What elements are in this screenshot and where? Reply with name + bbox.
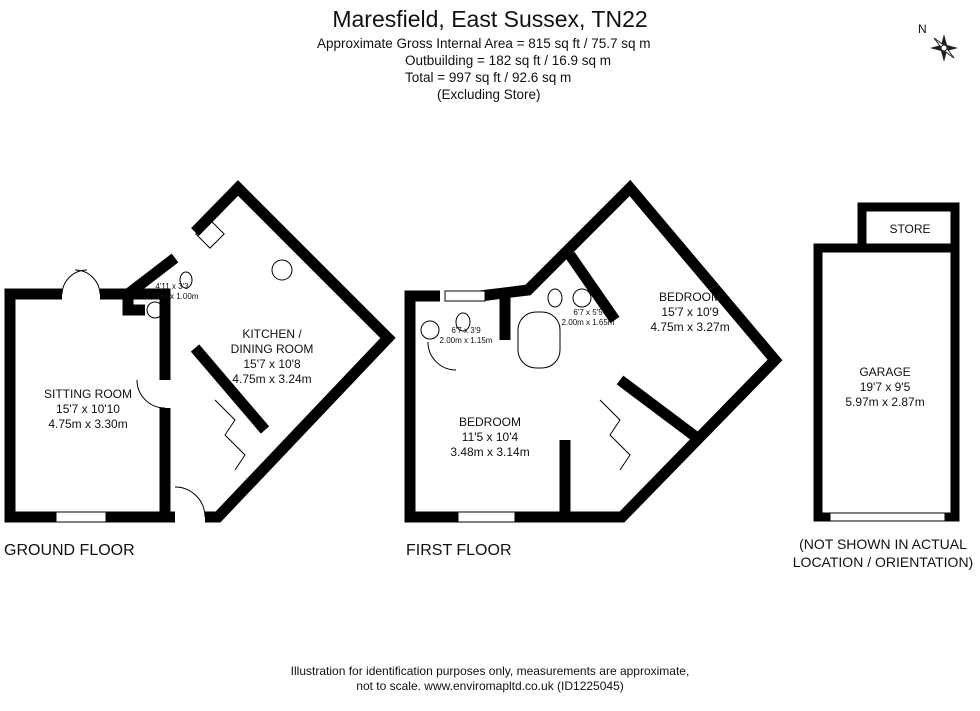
room-metric: 3.48m x 3.14m (450, 445, 530, 459)
compass-rose-icon (930, 34, 958, 62)
gross-area: Approximate Gross Internal Area = 815 sq… (317, 36, 651, 51)
room-name: BEDROOM (658, 290, 721, 304)
disclaimer-line-2: not to scale. www.enviromapltd.co.uk (ID… (356, 679, 624, 693)
room-sitting-room: SITTING ROOM 15'7 x 10'10 4.75m x 3.30m (44, 387, 132, 432)
total-area: Total = 997 sq ft / 92.6 sq m (405, 70, 572, 85)
ground-floor-label: GROUND FLOOR (4, 542, 135, 559)
room-name: KITCHEN / (242, 327, 302, 341)
disclaimer: Illustration for identification purposes… (0, 664, 980, 694)
room-ensuite: 6'7 x 3'9 2.00m x 1.15m (440, 326, 493, 346)
room-name-2: DINING ROOM (230, 342, 314, 356)
first-floor-label: FIRST FLOOR (406, 542, 512, 559)
room-imperial: 6'7 x 3'9 (451, 326, 481, 335)
room-imperial: 11'5 x 10'4 (461, 430, 519, 444)
compass-north-label: N (918, 22, 927, 36)
outbuilding-area: Outbuilding = 182 sq ft / 16.9 sq m (405, 53, 612, 68)
room-imperial: 15'7 x 10'8 (243, 357, 301, 371)
room-metric: 1.50m x 1.00m (145, 292, 199, 301)
room-store: STORE (889, 222, 931, 236)
ground-floor-fixtures (55, 219, 293, 523)
room-metric: 4.75m x 3.24m (232, 372, 312, 386)
garage-walls (813, 202, 960, 522)
disclaimer-line-1: Illustration for identification purposes… (290, 664, 690, 678)
ground-floor-walls (4, 180, 396, 523)
room-imperial: 6'7 x 5'5 (573, 308, 603, 317)
room-name: GARAGE (859, 365, 911, 379)
room-imperial: 4'11 x 3'3 (155, 282, 189, 291)
room-garage: GARAGE 19'7 x 9'5 5.97m x 2.87m (845, 365, 924, 410)
room-bedroom-1: BEDROOM 15'7 x 10'9 4.75m x 3.27m (650, 290, 729, 335)
area-note: (Excluding Store) (437, 87, 541, 102)
room-name: SITTING ROOM (44, 387, 132, 401)
room-metric: 4.75m x 3.27m (650, 320, 730, 334)
garage-door (829, 512, 946, 522)
room-bathroom: 6'7 x 5'5 2.00m x 1.65m (562, 308, 615, 328)
room-metric: 2.00m x 1.15m (439, 336, 493, 345)
outbuilding-note: (NOT SHOWN IN ACTUAL LOCATION / ORIENTAT… (793, 535, 973, 571)
property-title: Maresfield, East Sussex, TN22 (332, 6, 648, 32)
note-line-2: LOCATION / ORIENTATION) (792, 554, 974, 570)
room-metric: 2.00m x 1.65m (561, 318, 615, 327)
room-ground-wc: 4'11 x 3'3 1.50m x 1.00m (146, 282, 199, 302)
room-metric: 5.97m x 2.87m (845, 395, 925, 409)
room-bedroom-2: BEDROOM 11'5 x 10'4 3.48m x 3.14m (450, 415, 529, 460)
room-name: BEDROOM (458, 415, 521, 429)
room-kitchen-dining: KITCHEN / DINING ROOM 15'7 x 10'8 4.75m … (231, 327, 314, 387)
room-imperial: 15'7 x 10'10 (56, 402, 120, 416)
room-imperial: 15'7 x 10'9 (661, 305, 719, 319)
first-floor-fixtures (420, 288, 631, 523)
first-floor-walls (404, 179, 783, 523)
room-metric: 4.75m x 3.30m (48, 417, 128, 431)
note-line-1: (NOT SHOWN IN ACTUAL (799, 536, 967, 552)
room-imperial: 19'7 x 9'5 (859, 380, 911, 394)
